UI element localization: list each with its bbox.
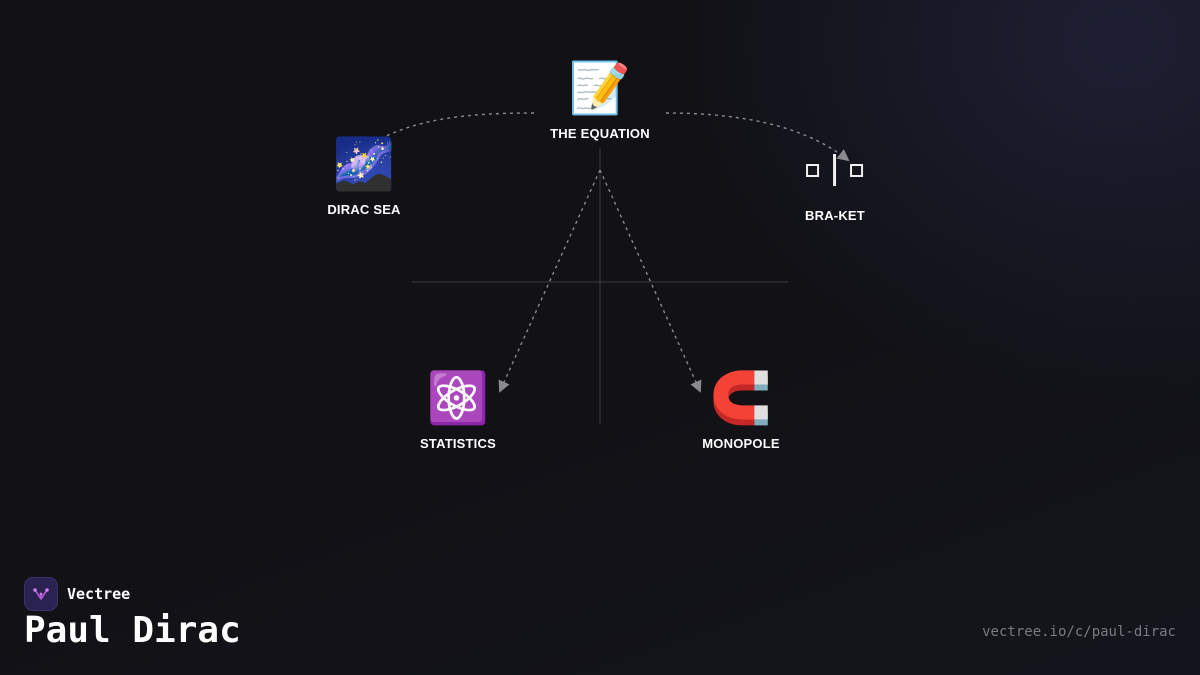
- node-label-bra-ket: BRA-KET: [805, 208, 865, 223]
- page-title: Paul Dirac: [24, 610, 241, 651]
- page-url[interactable]: vectree.io/c/paul-dirac: [982, 624, 1176, 640]
- bra-ket-bar-shape: [833, 154, 837, 186]
- node-dirac-sea[interactable]: 🌌 DIRAC SEA: [327, 134, 400, 217]
- node-label-monopole: MONOPOLE: [702, 436, 780, 451]
- brand-name: Vectree: [67, 585, 131, 603]
- node-label-dirac-sea: DIRAC SEA: [327, 202, 401, 217]
- vectree-logo-icon: [24, 577, 58, 611]
- atom-icon: ⚛️: [426, 369, 490, 427]
- node-the-equation[interactable]: 📝 THE EQUATION: [550, 58, 650, 141]
- edge-equation-to-statistics: [498, 169, 601, 393]
- tree-mark-icon: [33, 588, 49, 600]
- node-label-statistics: STATISTICS: [420, 436, 496, 451]
- magnet-icon: 🧲: [709, 369, 773, 427]
- bra-ket-notation-icon: [806, 140, 864, 200]
- edge-equation-to-monopole: [599, 169, 702, 393]
- node-bra-ket[interactable]: BRA-KET: [805, 140, 865, 223]
- ket-box-shape: [850, 163, 864, 177]
- bra-box-shape: [806, 163, 820, 177]
- edge-equation-to-bra-ket: [665, 112, 850, 162]
- edge-equation-to-dirac-sea: [377, 112, 535, 141]
- node-statistics[interactable]: ⚛️ STATISTICS: [420, 368, 496, 451]
- node-label-the-equation: THE EQUATION: [550, 126, 650, 141]
- memo-pencil-icon: 📝: [568, 59, 632, 117]
- brand[interactable]: Vectree: [24, 577, 130, 611]
- node-monopole[interactable]: 🧲 MONOPOLE: [702, 368, 779, 451]
- milky-way-icon: 🌌: [332, 135, 396, 193]
